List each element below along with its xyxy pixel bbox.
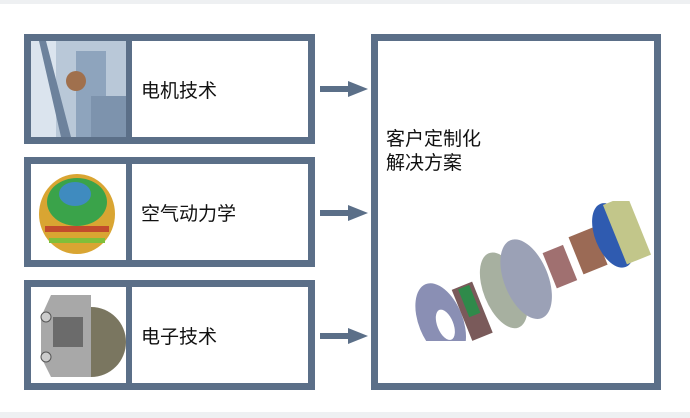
target-title-line1: 客户定制化 (386, 128, 482, 150)
source-label: 空气动力学 (132, 164, 308, 260)
arrow-right-icon (320, 328, 368, 344)
aerodynamics-simulation-icon (31, 164, 126, 260)
source-label: 电机技术 (132, 41, 308, 137)
arrow-right-icon (320, 205, 368, 221)
source-box-electronics: 电子技术 (24, 280, 315, 390)
motor-photo-icon (31, 41, 126, 137)
source-label: 电子技术 (132, 287, 308, 383)
top-band (0, 0, 690, 4)
electronics-housing-icon (31, 287, 126, 383)
target-title: 客户定制化 解决方案 (386, 127, 481, 175)
target-title-line2: 解决方案 (386, 152, 463, 174)
target-box-custom-solution: 客户定制化 解决方案 (371, 34, 661, 390)
exploded-motor-assembly-icon (415, 201, 652, 341)
source-box-motor: 电机技术 (24, 34, 315, 144)
arrow-right-icon (320, 81, 368, 97)
source-box-aerodynamics: 空气动力学 (24, 157, 315, 267)
bottom-band (0, 412, 690, 418)
